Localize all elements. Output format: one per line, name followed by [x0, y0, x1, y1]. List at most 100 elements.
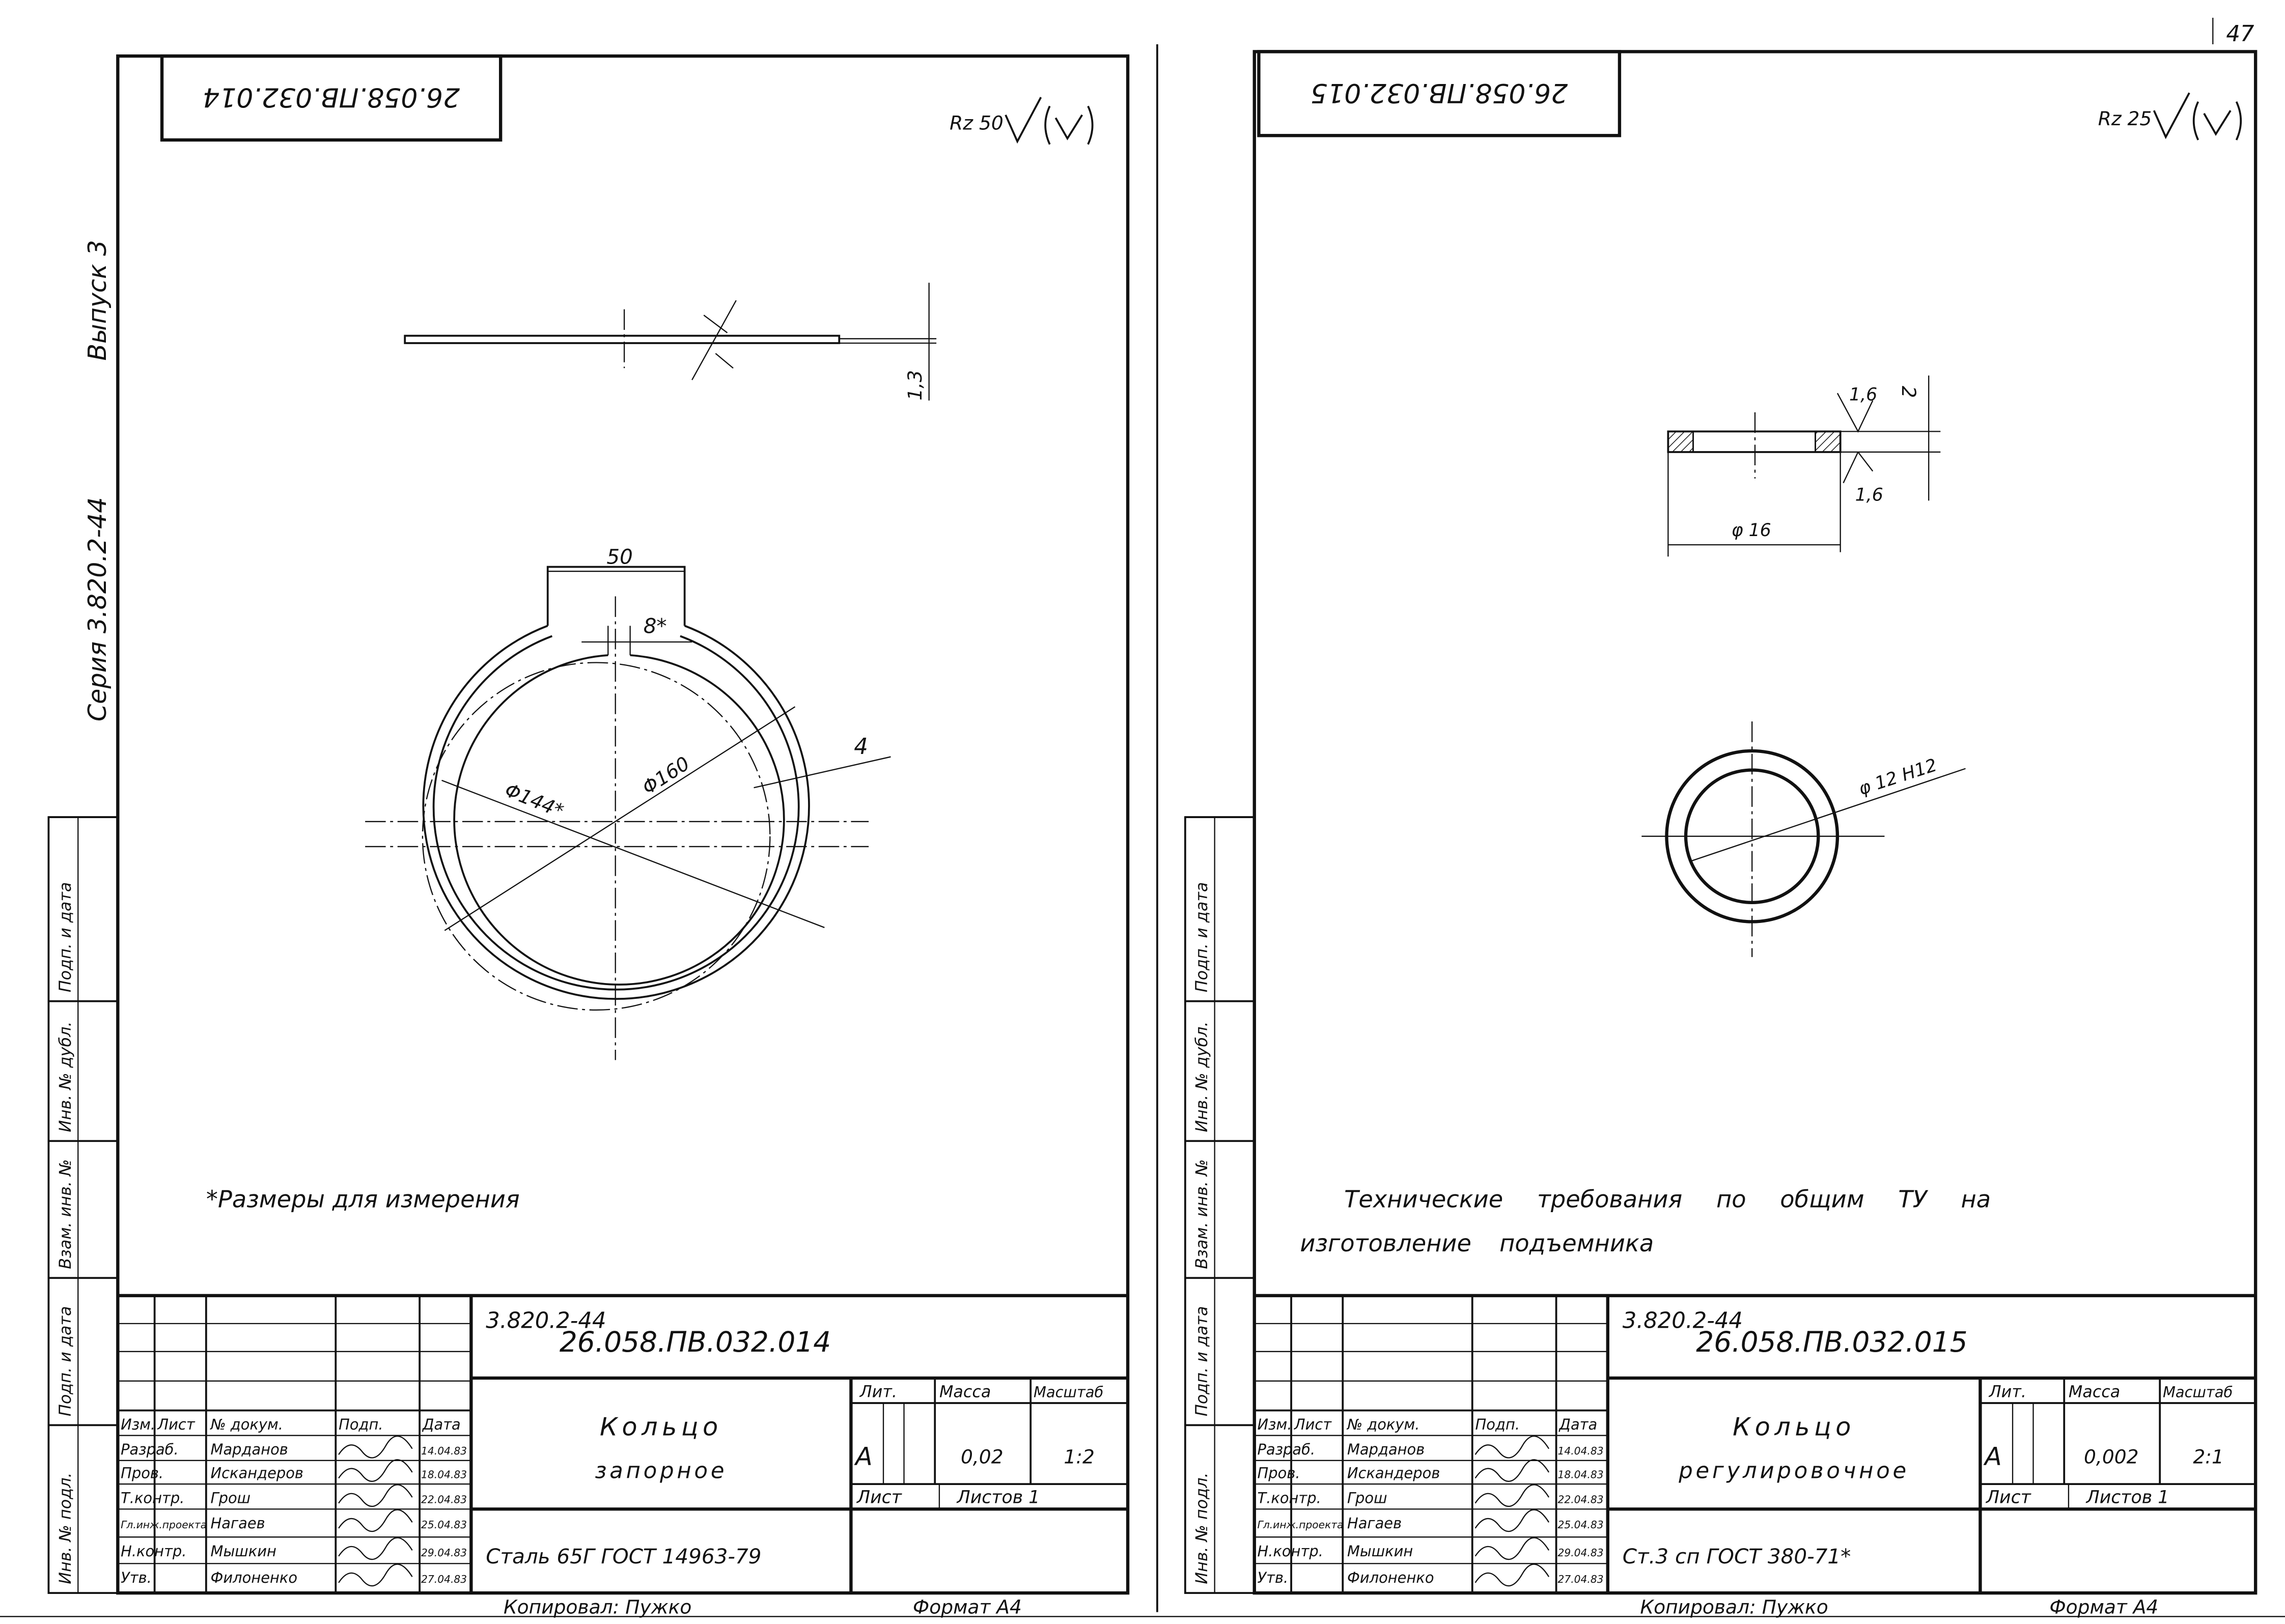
wall-dim: 4 — [854, 734, 868, 760]
top-stamp-box — [160, 54, 503, 142]
outer-dia-dim: φ 16 — [1732, 520, 1771, 541]
row-date: 25.04.83 — [1557, 1519, 1603, 1531]
row-name: Нагаев — [1347, 1515, 1402, 1532]
row-date: 25.04.83 — [421, 1519, 467, 1531]
row-name: Филоненко — [1347, 1569, 1434, 1586]
row-role: Н.контр. — [1258, 1543, 1323, 1560]
side-stamp-label: Подп. и дата — [1192, 1306, 1211, 1416]
row-name: Грош — [211, 1490, 251, 1507]
copied-by: Копировал: Пужко — [1640, 1596, 1828, 1618]
top-stamp-code: 26.058.ПВ.032.015 — [1311, 77, 1568, 108]
height-dim: 2 — [1898, 386, 1920, 398]
issue-label: Выпуск 3 — [82, 240, 112, 360]
signature-icon — [338, 1563, 413, 1587]
row-role: Утв. — [1258, 1569, 1289, 1586]
header-cell-4: Дата — [422, 1416, 461, 1433]
row-date: 27.04.83 — [1557, 1573, 1603, 1585]
inner-dia-dim-line — [1690, 768, 1966, 862]
side-stamp-label: Инв. № дубл. — [1192, 1021, 1211, 1132]
sheets-label: Листов 1 — [956, 1488, 1040, 1508]
row-date: 18.04.83 — [1557, 1469, 1603, 1481]
outer-dia-dim-line — [444, 706, 796, 931]
row-name: Марданов — [211, 1441, 288, 1458]
row-date: 27.04.83 — [421, 1573, 467, 1585]
inner-dia-dim: φ 12 H12 — [1856, 755, 1940, 799]
mass-header: Масса — [2069, 1382, 2120, 1401]
row-role: Разраб. — [121, 1441, 179, 1458]
width-dim: 50 — [606, 545, 633, 569]
wall-dim-line — [754, 756, 891, 789]
side-stamp-label: Инв. № дубл. — [56, 1021, 75, 1132]
format-label: Формат А4 — [913, 1596, 1022, 1618]
row-name: Искандеров — [1347, 1465, 1440, 1482]
row-role: Т.контр. — [121, 1490, 184, 1507]
height-dim-lines — [1840, 375, 1941, 501]
part-name-line1: Кольцо — [1733, 1412, 1855, 1442]
header-cell-4: Дата — [1558, 1416, 1597, 1433]
signature-icon — [1474, 1537, 1550, 1560]
copied-by: Копировал: Пужко — [504, 1596, 691, 1618]
signature-icon — [1474, 1509, 1550, 1532]
side-stamp-label: Подп. и дата — [56, 882, 75, 993]
row-role: Т.контр. — [1258, 1490, 1321, 1507]
roughness-label: Rz 50 — [950, 112, 1004, 134]
side-stamp-label: Инв. № подл. — [1192, 1472, 1211, 1584]
header-cell-0: Изм. — [121, 1416, 155, 1433]
roughness-label: Rz 25 — [2098, 107, 2152, 130]
row-role: Гл.инж.проекта — [121, 1519, 207, 1531]
ring-outer-2 — [432, 635, 800, 991]
sheet-label: Лист — [1985, 1488, 2032, 1508]
part-name-line2: регулировочное — [1678, 1459, 1909, 1484]
row-name: Мышкин — [211, 1543, 276, 1560]
row-name: Грош — [1347, 1490, 1387, 1507]
signature-icon — [1474, 1459, 1550, 1482]
side-stamp-label: Инв. № подл. — [56, 1472, 75, 1584]
page-number: 47 — [2226, 21, 2254, 47]
header-cell-1: Лист — [1294, 1416, 1332, 1433]
top-stamp-code: 26.058.ПВ.032.014 — [203, 82, 460, 113]
signature-icon — [338, 1435, 413, 1459]
part-name-line1: Кольцо — [600, 1412, 722, 1442]
roughness-mark — [691, 300, 737, 380]
ring-slot — [607, 626, 631, 656]
sheet-frame — [116, 54, 1130, 1595]
chamfer-bottom-dim: 1,6 — [1855, 485, 1883, 505]
gap-dim: 8* — [644, 614, 667, 638]
mass-value: 0,02 — [961, 1446, 1004, 1468]
doc-code: 26.058.ПВ.032.014 — [560, 1326, 831, 1358]
tech-requirements-line2: изготовление подъемника — [1300, 1229, 1654, 1257]
sheet-label: Лист — [856, 1488, 903, 1508]
row-name: Филоненко — [211, 1569, 298, 1586]
side-view-strip — [404, 334, 841, 344]
roughness-marks — [1836, 393, 1874, 484]
roughness-symbol-icon — [1005, 97, 1094, 145]
tech-requirements-line1: Технические требования по общим ТУ на — [1344, 1185, 1991, 1213]
row-name: Мышкин — [1347, 1543, 1413, 1560]
section-hatch — [1667, 431, 1694, 453]
scale-header: Масштаб — [2163, 1383, 2233, 1401]
scale-value: 2:1 — [2193, 1446, 2223, 1468]
row-date: 22.04.83 — [421, 1494, 467, 1506]
lit-value: А — [854, 1441, 873, 1471]
material-spec: Сталь 65Г ГОСТ 14963-79 — [486, 1544, 761, 1569]
sheets-label: Листов 1 — [2085, 1488, 2169, 1508]
lit-header: Лит. — [1989, 1382, 2026, 1401]
material-spec: Ст.3 сп ГОСТ 380-71* — [1623, 1544, 1851, 1569]
scale-value: 1:2 — [1064, 1446, 1094, 1468]
signature-icon — [1474, 1563, 1550, 1587]
roughness-symbol-icon — [2153, 92, 2242, 141]
row-date: 14.04.83 — [1557, 1445, 1603, 1457]
format-label: Формат А4 — [2049, 1596, 2158, 1618]
note-measure: *Размеры для измерения — [206, 1185, 520, 1213]
drawing-locking-ring: 1,3 50 8* Φ144* Φ160 4 *Размеры для изме… — [206, 283, 937, 1213]
thickness-dim: 1,3 — [904, 370, 926, 401]
row-date: 22.04.83 — [1557, 1494, 1603, 1506]
header-cell-1: Лист — [157, 1416, 195, 1433]
mass-value: 0,002 — [2084, 1446, 2139, 1468]
scale-header: Масштаб — [1034, 1383, 1103, 1401]
signature-icon — [338, 1484, 413, 1507]
sheet-ring-locking: 26.058.ПВ.032.014 Rz 50 Инв. № подл. Подп. … — [47, 54, 1130, 1618]
ring-mid-circle — [422, 662, 771, 1011]
signature-icon — [338, 1459, 413, 1482]
